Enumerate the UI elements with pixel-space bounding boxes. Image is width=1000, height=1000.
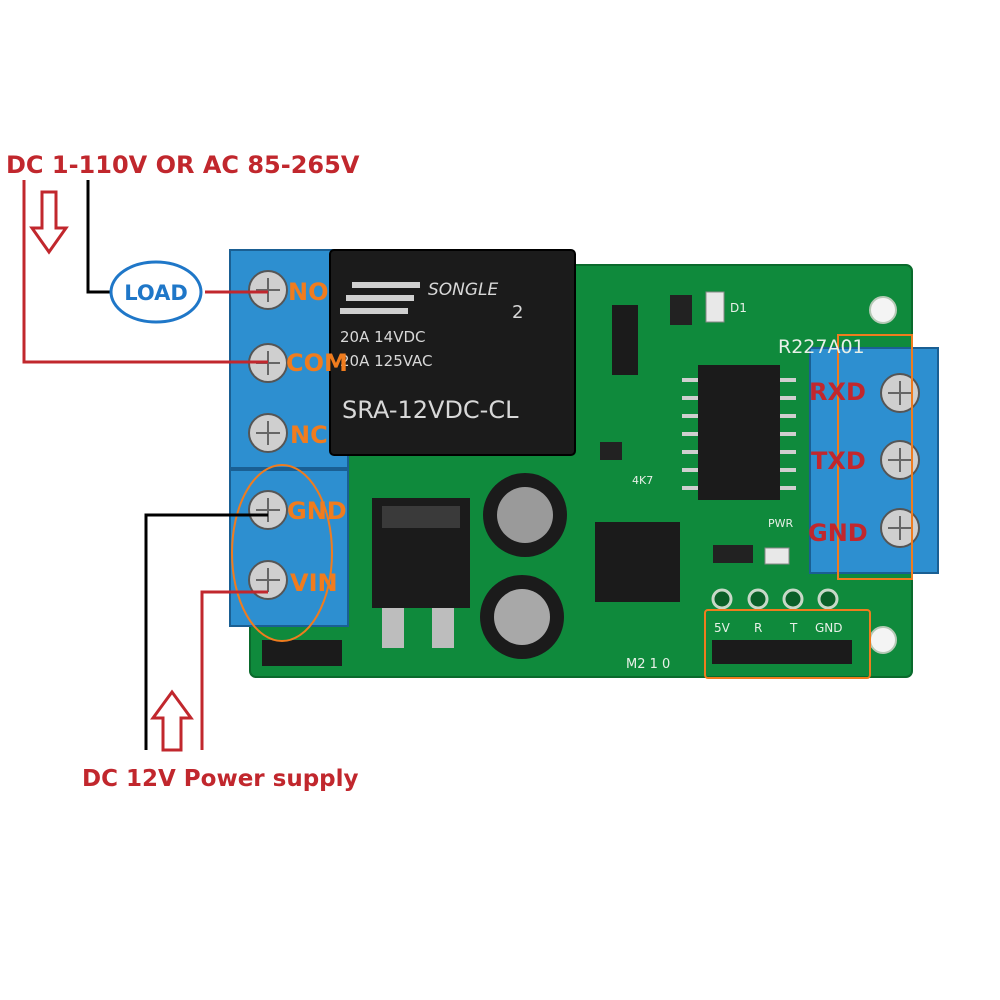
header-label-5v: 5V [714, 621, 731, 635]
regulator-tab [382, 506, 460, 528]
right-terminal-highlight [837, 334, 913, 580]
led-d1 [705, 291, 725, 323]
terminal-label-no: NO [288, 278, 329, 306]
smd-component [600, 442, 622, 460]
regulator-pin [382, 608, 404, 648]
mounting-hole [869, 626, 897, 654]
smd-component [713, 545, 753, 563]
terminal-label-txd: TXD [811, 447, 866, 475]
relay-wiring [22, 180, 268, 364]
relay [329, 249, 576, 456]
transistor [612, 305, 638, 375]
header-label-r: R [754, 621, 762, 635]
ic-pins [682, 378, 796, 490]
ic-chip-small [595, 522, 680, 602]
left-terminal-block-lower [229, 469, 349, 627]
led-pwr [764, 547, 790, 565]
down-arrow-icon [29, 190, 69, 255]
capacitor-top [494, 589, 550, 645]
relay-model: SRA-12VDC-CL [342, 396, 519, 424]
relay-brand: SONGLE [428, 280, 499, 300]
terminal-label-com: COM [286, 349, 348, 377]
terminal-label-vin: VIN [290, 569, 338, 597]
pad [711, 588, 733, 610]
smd-component [670, 295, 692, 325]
mounting-hole [869, 296, 897, 324]
wire-gnd [144, 513, 268, 750]
capacitor-top [497, 487, 553, 543]
header-pads [711, 588, 839, 610]
header-label-t: T [789, 621, 798, 635]
board-mode-label: M2 1 0 [626, 657, 670, 672]
songle-logo [340, 282, 420, 314]
relay-mark: 2 [512, 302, 523, 323]
wire-to-load [86, 180, 115, 294]
board-id: R227A01 [778, 336, 865, 358]
up-arrow-icon [150, 689, 194, 752]
pin-header [712, 640, 852, 664]
bottom-supply-label: DC 12V Power supply [82, 766, 359, 792]
pad [747, 588, 769, 610]
power-input-highlight [231, 464, 333, 642]
board-d1-label: D1 [730, 301, 747, 315]
wire-vin [200, 590, 268, 750]
load-label: LOAD [124, 281, 188, 305]
pad [817, 588, 839, 610]
terminal-label-rxd: RXD [809, 378, 866, 406]
right-terminal-screws [880, 373, 920, 548]
top-supply-label: DC 1-110V OR AC 85-265V [6, 151, 360, 179]
load-oval [109, 260, 203, 324]
relay-rating-2: 20A 125VAC [340, 352, 433, 370]
pad [782, 588, 804, 610]
terminal-label-nc: NC [290, 421, 328, 449]
power-wiring [144, 513, 268, 750]
ic-chip-large [698, 365, 780, 500]
wire-to-com [22, 180, 268, 364]
header-highlight [704, 609, 871, 679]
jumper [262, 640, 342, 666]
regulator-pin [432, 608, 454, 648]
board-pwr-label: PWR [768, 517, 794, 530]
relay-rating-1: 20A 14VDC [340, 328, 426, 346]
terminal-label-gnd-right: GND [808, 519, 868, 547]
left-terminal-screws [248, 270, 288, 600]
board-4k7-label: 4K7 [632, 474, 653, 487]
terminal-label-gnd: GND [287, 497, 347, 525]
header-label-gnd: GND [815, 621, 843, 635]
